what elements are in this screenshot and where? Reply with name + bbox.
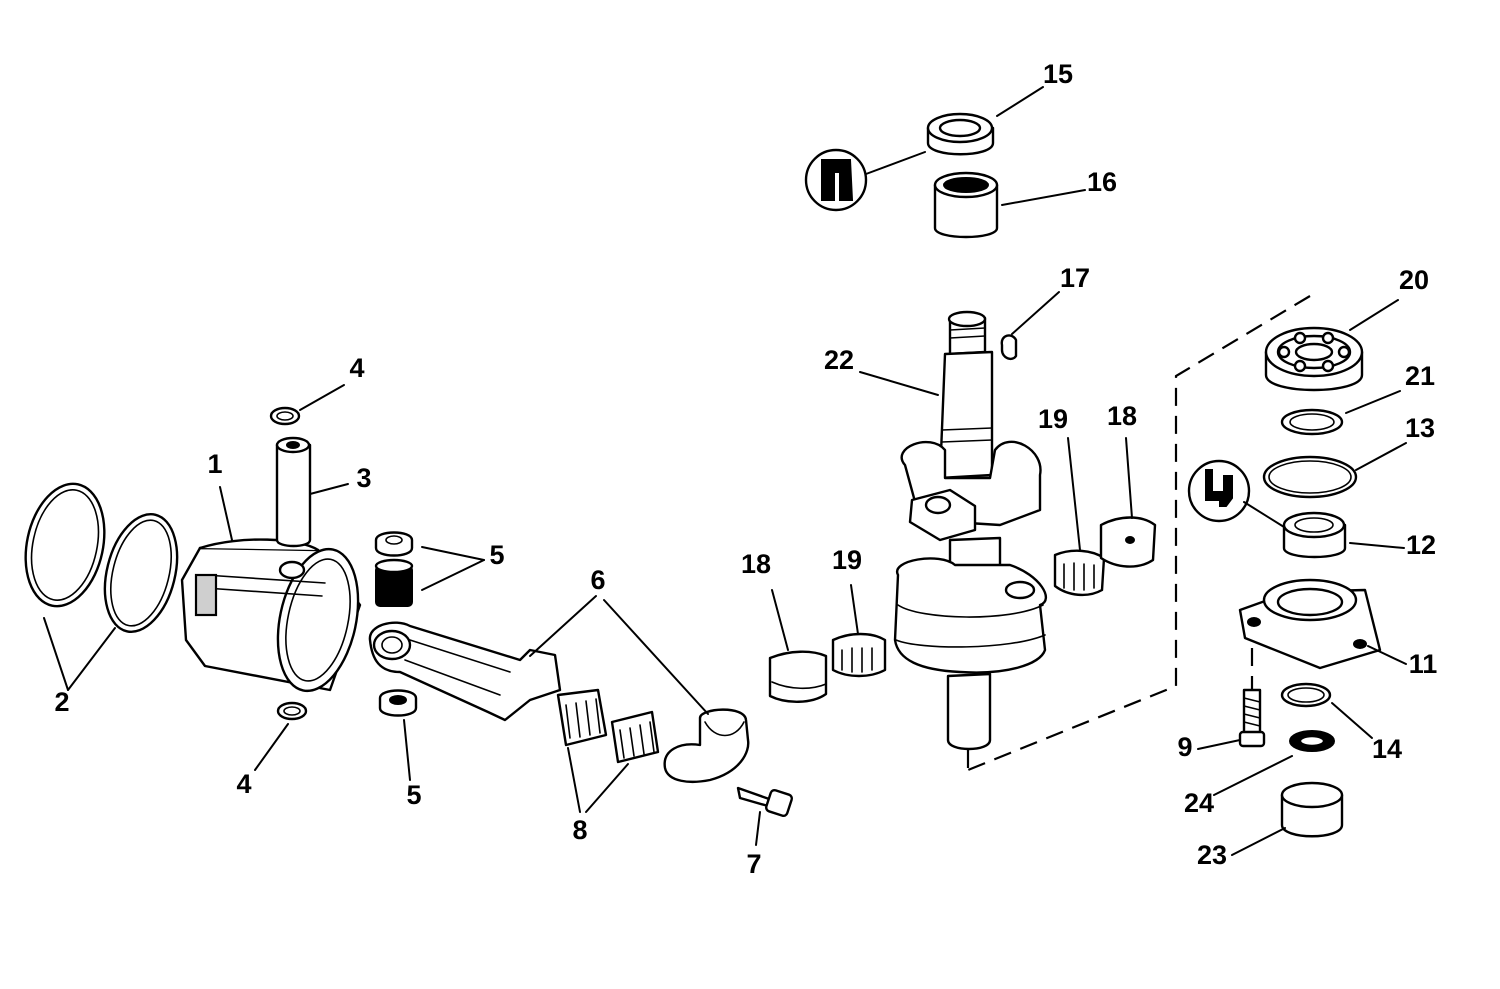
bearing-retaining-ring[interactable] xyxy=(1280,408,1344,436)
callout-7[interactable]: 7 xyxy=(746,849,761,879)
callout-22[interactable]: 22 xyxy=(824,345,854,375)
callout-19-left[interactable]: 19 xyxy=(832,545,862,575)
callout-14[interactable]: 14 xyxy=(1372,734,1402,764)
woodruff-key[interactable] xyxy=(1000,334,1018,361)
callout-15[interactable]: 15 xyxy=(1043,59,1073,89)
callout-19-right[interactable]: 19 xyxy=(1038,404,1068,434)
callout-24[interactable]: 24 xyxy=(1184,788,1214,818)
callout-18-right[interactable]: 18 xyxy=(1107,401,1137,431)
callout-21[interactable]: 21 xyxy=(1405,361,1435,391)
piston[interactable] xyxy=(180,538,370,699)
lower-roller-bearing[interactable] xyxy=(1282,511,1347,559)
callout-4-lower[interactable]: 4 xyxy=(236,769,251,799)
callout-2[interactable]: 2 xyxy=(54,687,69,717)
callout-6[interactable]: 6 xyxy=(590,565,605,595)
callout-labels: 1 2 3 4 4 5 5 6 7 8 9 11 12 13 14 15 16 … xyxy=(54,59,1437,879)
crankshaft[interactable] xyxy=(893,310,1047,751)
thrust-washer-lower[interactable] xyxy=(378,689,418,717)
lubricant-icon xyxy=(1187,459,1251,523)
callout-9[interactable]: 9 xyxy=(1177,732,1192,762)
piston-rings[interactable] xyxy=(15,476,189,639)
upper-ball-bearing[interactable] xyxy=(1264,326,1364,392)
rod-needle-bearing-cage-b[interactable] xyxy=(610,710,660,764)
callout-18-left[interactable]: 18 xyxy=(741,549,771,579)
retaining-clip-lower[interactable] xyxy=(276,701,308,721)
callout-16[interactable]: 16 xyxy=(1087,167,1117,197)
housing-o-ring[interactable] xyxy=(1262,455,1358,499)
callout-20[interactable]: 20 xyxy=(1399,265,1429,295)
wrist-pin[interactable] xyxy=(275,436,312,548)
mounting-screw[interactable] xyxy=(1238,688,1266,748)
callout-23[interactable]: 23 xyxy=(1197,840,1227,870)
connecting-rod[interactable] xyxy=(368,621,750,783)
retaining-clip-upper[interactable] xyxy=(269,406,301,426)
sealant-icon xyxy=(804,148,868,212)
rod-needle-bearing-cage-a[interactable] xyxy=(556,688,608,747)
lower-bearing-housing[interactable] xyxy=(1238,578,1382,670)
callout-1[interactable]: 1 xyxy=(207,449,222,479)
assembly-boundary-dashed xyxy=(967,295,1311,772)
main-bearing-race-left[interactable] xyxy=(768,650,828,703)
rod-cap-bolt[interactable] xyxy=(736,786,794,818)
main-bearing-cage-left[interactable] xyxy=(831,632,887,678)
callout-5-right[interactable]: 5 xyxy=(489,540,504,570)
main-bearing-race-right[interactable] xyxy=(1099,516,1157,568)
thrust-washer-upper[interactable] xyxy=(374,531,414,557)
callout-13[interactable]: 13 xyxy=(1405,413,1435,443)
seal-o-ring[interactable] xyxy=(1280,682,1332,708)
callout-12[interactable]: 12 xyxy=(1406,530,1436,560)
bearing-balls xyxy=(1277,331,1351,373)
callout-8[interactable]: 8 xyxy=(572,815,587,845)
callout-4-upper[interactable]: 4 xyxy=(349,353,364,383)
leader-lines xyxy=(43,86,1407,856)
drain-o-ring[interactable] xyxy=(1289,730,1335,752)
main-bearing-cage-right[interactable] xyxy=(1053,549,1106,597)
lower-seal-cap[interactable] xyxy=(1280,781,1344,838)
callout-11[interactable]: 11 xyxy=(1409,649,1438,679)
upper-needle-bearing[interactable] xyxy=(933,171,999,239)
piston-pin-needle-bearing[interactable] xyxy=(374,558,414,607)
callout-17[interactable]: 17 xyxy=(1060,263,1090,293)
callout-5-lower[interactable]: 5 xyxy=(406,780,421,810)
callout-3[interactable]: 3 xyxy=(356,463,371,493)
upper-seal[interactable] xyxy=(926,112,995,156)
